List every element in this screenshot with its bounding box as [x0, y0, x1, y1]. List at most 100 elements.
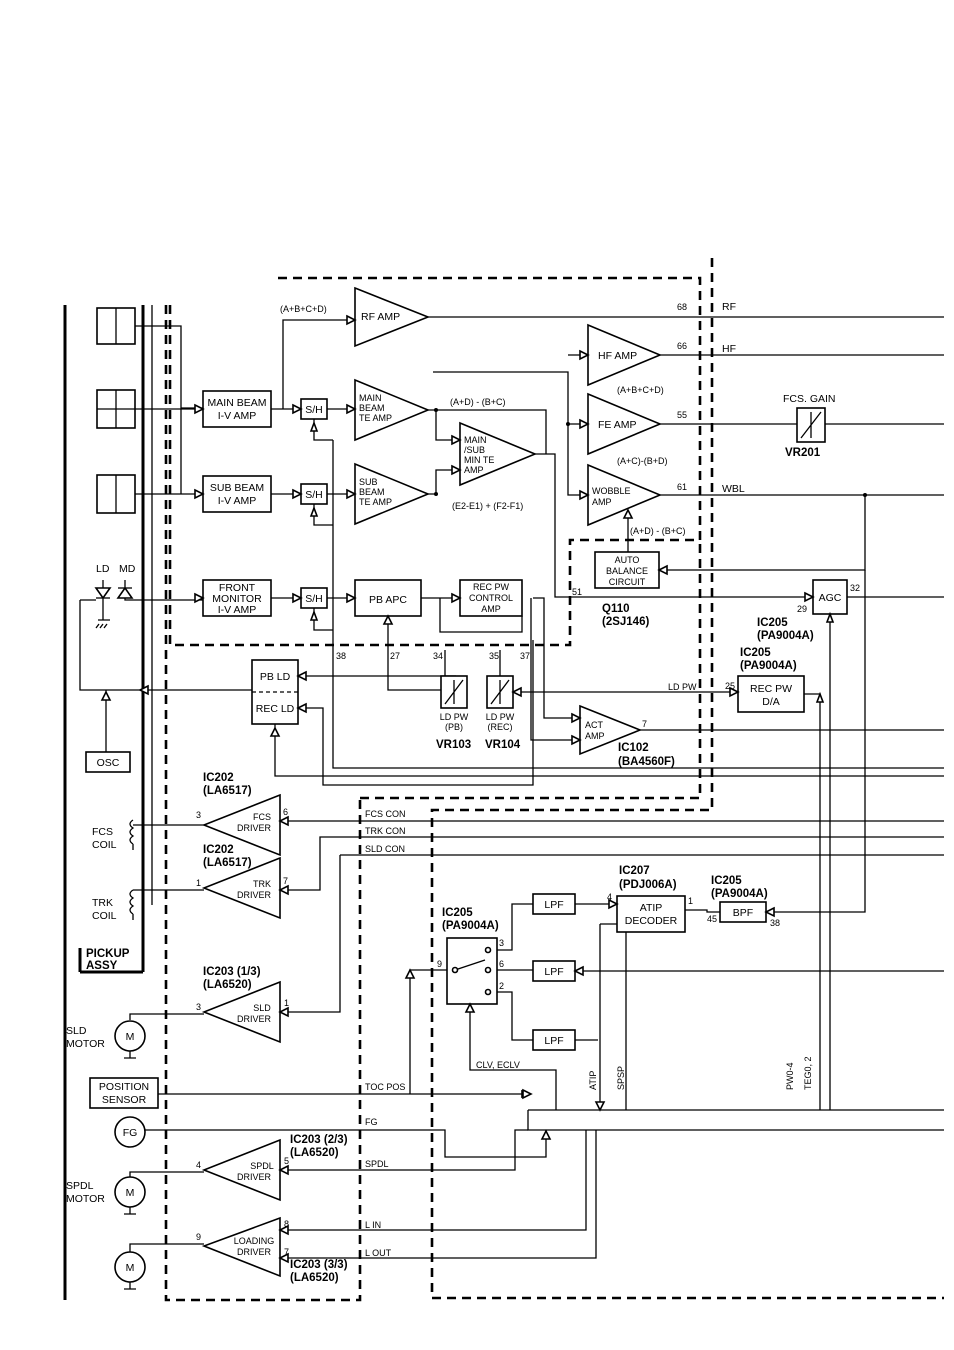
arrowheads: [100, 314, 835, 1264]
svg-text:DRIVER: DRIVER: [237, 1172, 272, 1182]
svg-text:IC207: IC207: [619, 865, 650, 877]
svg-text:FG: FG: [365, 1117, 378, 1127]
svg-text:(PDJ006A): (PDJ006A): [619, 879, 677, 891]
svg-text:LPF: LPF: [544, 966, 563, 978]
svg-text:I-V AMP: I-V AMP: [218, 495, 257, 507]
svg-text:FCS. GAIN: FCS. GAIN: [783, 393, 836, 405]
svg-text:6: 6: [499, 959, 504, 969]
svg-text:VR104: VR104: [485, 739, 521, 751]
svg-text:IC202: IC202: [203, 844, 234, 856]
pickup-bottom: [78, 948, 143, 974]
svg-text:POSITION: POSITION: [99, 1081, 149, 1093]
ld-label: LD: [96, 563, 110, 575]
svg-text:LOADING: LOADING: [234, 1236, 275, 1246]
svg-text:PW0-4: PW0-4: [785, 1062, 795, 1090]
svg-text:DRIVER: DRIVER: [237, 1014, 272, 1024]
boundaries: [63, 258, 944, 1302]
svg-text:REC PW: REC PW: [473, 582, 510, 592]
svg-text:(BA4560F): (BA4560F): [618, 756, 675, 768]
svg-text:(PB): (PB): [445, 722, 463, 732]
svg-text:BPF: BPF: [733, 907, 753, 919]
svg-text:ASSY: ASSY: [86, 960, 118, 972]
svg-text:SPDL: SPDL: [250, 1161, 274, 1171]
right-region-border: [430, 258, 944, 1300]
act-amp-group: ACT AMP 7 IC102 (BA4560F): [579, 704, 944, 768]
svg-text:IC205: IC205: [740, 647, 771, 659]
svg-text:I-V AMP: I-V AMP: [218, 604, 257, 616]
svg-text:ATIP: ATIP: [588, 1071, 598, 1090]
svg-text:61: 61: [677, 482, 687, 492]
loading-driver-group: LOADING DRIVER 8 7 9 IC203 (3/3) (LA6520…: [114, 1130, 597, 1290]
svg-text:(A+B+C+D): (A+B+C+D): [617, 385, 664, 395]
svg-text:29: 29: [797, 604, 807, 614]
ground-icon: [95, 619, 110, 629]
svg-text:LD PW: LD PW: [440, 712, 469, 722]
svg-text:SPSP: SPSP: [616, 1066, 626, 1090]
svg-text:I-V AMP: I-V AMP: [218, 410, 257, 422]
svg-text:CLV, ECLV: CLV, ECLV: [476, 1060, 520, 1070]
svg-text:(A+D) - (B+C): (A+D) - (B+C): [630, 526, 686, 536]
svg-text:IC202: IC202: [203, 772, 234, 784]
svg-text:SPDL: SPDL: [66, 1180, 94, 1192]
svg-text:1: 1: [284, 998, 289, 1008]
svg-text:MIN TE: MIN TE: [464, 455, 494, 465]
svg-text:(PA9004A): (PA9004A): [740, 660, 797, 672]
driver-region-border: [164, 305, 362, 1302]
auto-balance-circuit: [594, 551, 660, 589]
svg-text:PB APC: PB APC: [369, 594, 407, 606]
svg-text:TRK: TRK: [253, 879, 271, 889]
svg-text:SLD: SLD: [253, 1003, 271, 1013]
svg-text:HF AMP: HF AMP: [598, 350, 637, 362]
svg-text:LD PW: LD PW: [486, 712, 515, 722]
svg-text:TRK CON: TRK CON: [365, 826, 406, 836]
svg-text:3: 3: [196, 810, 201, 820]
position-fg-group: POSITION SENSOR TOC POS FG FG: [89, 1077, 547, 1158]
main-beam-iv-amp: [202, 390, 272, 428]
te-amps: (A+B+C+D) RF AMP 68 RF MAIN BEAM TE AMP …: [280, 286, 944, 598]
svg-text:(LA6520): (LA6520): [290, 1147, 339, 1159]
svg-text:PB LD: PB LD: [260, 671, 291, 683]
svg-text:REC LD: REC LD: [256, 703, 295, 715]
svg-text:WOBBLE: WOBBLE: [592, 486, 631, 496]
svg-text:M: M: [126, 1262, 135, 1274]
svg-text:MONITOR: MONITOR: [212, 593, 262, 605]
svg-text:D/A: D/A: [762, 696, 780, 708]
svg-text:IC205: IC205: [757, 617, 788, 629]
md-label: MD: [119, 563, 136, 575]
md-diode-icon: [116, 586, 134, 599]
fg-sensor: [114, 1116, 146, 1148]
hf-fe-wobble: HF AMP 66 HF (A+B+C+D) FE AMP 55 (A+C)-(…: [433, 323, 944, 552]
svg-text:RF AMP: RF AMP: [361, 311, 400, 323]
svg-text:AGC: AGC: [819, 592, 842, 604]
svg-text:SLD CON: SLD CON: [365, 844, 405, 854]
svg-text:6: 6: [283, 807, 288, 817]
svg-text:VR201: VR201: [785, 447, 821, 459]
svg-text:FCS: FCS: [253, 812, 271, 822]
svg-text:SLD: SLD: [66, 1025, 87, 1037]
svg-text:ACT: ACT: [585, 720, 604, 730]
svg-text:68: 68: [677, 302, 687, 312]
apc-group: PB APC REC PW CONTROL AMP 38 27 34 35 37: [327, 579, 944, 769]
svg-text:BEAM: BEAM: [359, 487, 385, 497]
svg-text:S/H: S/H: [305, 489, 323, 501]
ground-icon: [124, 1207, 136, 1215]
system-bus: [521, 1089, 944, 1140]
svg-text:L OUT: L OUT: [365, 1248, 392, 1258]
svg-text:DRIVER: DRIVER: [237, 890, 272, 900]
svg-text:M: M: [126, 1187, 135, 1199]
pickup-assy-label: PICKUP: [86, 948, 130, 960]
svg-text:5: 5: [284, 1156, 289, 1166]
svg-text:TEG0, 2: TEG0, 2: [803, 1056, 813, 1090]
svg-text:CONTROL: CONTROL: [469, 593, 513, 603]
svg-text:LD PW: LD PW: [668, 682, 697, 692]
laser-diode-group: LD MD OSC: [79, 563, 252, 773]
svg-text:AMP: AMP: [592, 497, 612, 507]
loading-driver: [201, 1216, 281, 1278]
main-sub-min-te-amp: [459, 421, 538, 487]
svg-text:MAIN: MAIN: [359, 393, 382, 403]
svg-text:SUB: SUB: [359, 477, 378, 487]
ld-driver: PB LD REC LD: [251, 640, 944, 786]
ic-region-border: [168, 276, 702, 647]
svg-text:(PA9004A): (PA9004A): [442, 920, 499, 932]
svg-text:37: 37: [520, 651, 530, 661]
